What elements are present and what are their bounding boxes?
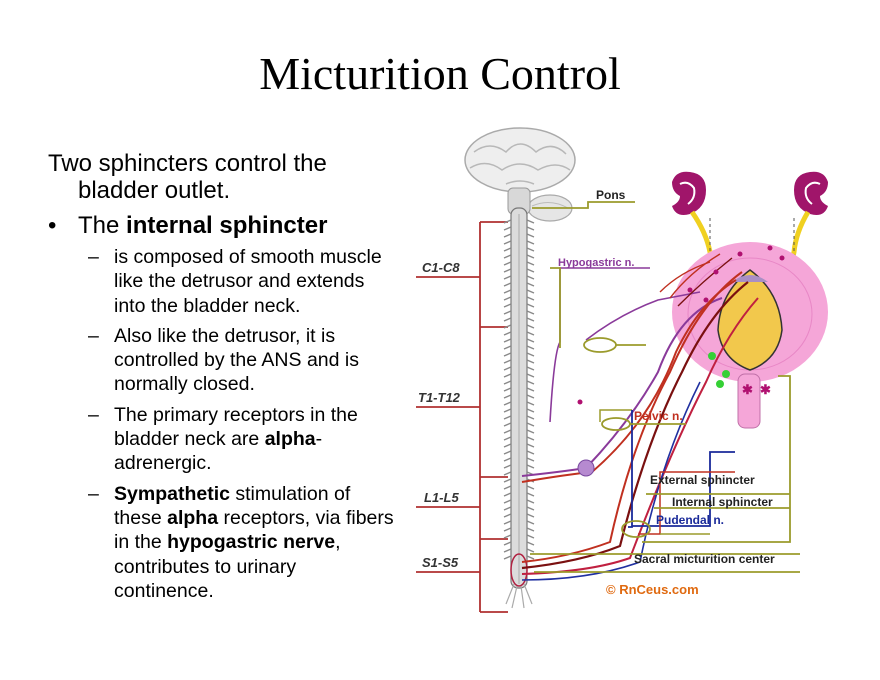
- label-pointers: [530, 201, 800, 573]
- dash-marker: –: [88, 482, 99, 505]
- intro-text: Two sphincters control the bladder outle…: [48, 150, 327, 204]
- sub-bullet-bold: hypogastric nerve: [167, 531, 336, 554]
- sub-bullet-text: stimulation of these: [114, 482, 351, 529]
- nerve-rootlet: [503, 366, 535, 371]
- nerve-rootlet: [503, 450, 535, 455]
- nerve-rootlet: [503, 415, 535, 420]
- nerve-rootlet: [503, 373, 535, 378]
- nerve-rootlet: [503, 247, 535, 252]
- nerve-rootlet: [503, 457, 535, 462]
- nerve-rootlet: [503, 282, 535, 287]
- bullet-internal-sphincter: • The internal sphincter: [48, 212, 400, 239]
- sub-bullet-text-end: -adrenergic.: [114, 428, 323, 475]
- sub-bullet-bold: Sympathetic: [114, 482, 230, 505]
- nerve-rootlet: [503, 443, 535, 448]
- nerve-rootlet: [503, 527, 535, 532]
- nerve-rootlet: [503, 520, 535, 525]
- nerve-rootlet: [503, 296, 535, 301]
- nerve-rootlet: [503, 240, 535, 245]
- micturition-diagram: C1-C8 T1-T12 L1-L5 S1-S5 ✱ ✱: [416, 127, 828, 613]
- nerve-rootlet: [503, 275, 535, 280]
- nerve-rootlet: [503, 254, 535, 259]
- sub-bullet-text: receptors, via fibers in the: [114, 506, 394, 554]
- label-internal-sphincter: Internal sphincter: [672, 495, 773, 509]
- label-pudendal-nerve: Pudendal n.: [656, 513, 724, 527]
- svg-text:✱: ✱: [742, 382, 753, 397]
- nerve-rootlet: [503, 513, 535, 518]
- nerve-rootlet: [503, 422, 535, 427]
- dash-marker: –: [88, 324, 99, 347]
- diagram-labels: Pons Hypogastric n. Pelvic n. External s…: [558, 188, 775, 597]
- nerve-rootlet: [503, 289, 535, 294]
- nerve-rootlet: [503, 534, 535, 539]
- nerve-rootlet: [503, 261, 535, 266]
- spinal-cord: [503, 207, 535, 609]
- dash-marker: –: [88, 246, 99, 268]
- nerve-rootlet: [503, 408, 535, 413]
- nerve-rootlet: [503, 485, 535, 490]
- sub-bullet-text: , contributes to urinary continence.: [114, 531, 341, 602]
- label-pelvic-nerve: Pelvic n.: [634, 409, 683, 423]
- nerve-rootlet: [503, 219, 535, 224]
- nerve-rootlet: [503, 499, 535, 504]
- nerve-rootlet: [503, 380, 535, 385]
- nerve-rootlet: [503, 436, 535, 441]
- bullet-bold-term: internal sphincter: [126, 212, 328, 239]
- nerve-rootlet: [503, 352, 535, 357]
- bladder-illustration: ✱ ✱: [672, 242, 828, 429]
- sub-bullet-composition: – is composed of smooth muscle like the …: [48, 245, 400, 318]
- bullet-text: The: [78, 212, 127, 239]
- nerve-rootlet: [503, 303, 535, 308]
- nerve-rootlet: [503, 324, 535, 329]
- nerve-rootlet: [503, 555, 535, 560]
- copyright-text: © RnCeus.com: [606, 582, 699, 597]
- label-hypogastric-nerve: Hypogastric n.: [558, 257, 634, 269]
- level-label-cervical: C1-C8: [422, 260, 460, 275]
- label-external-sphincter: External sphincter: [650, 473, 755, 487]
- sub-bullet-sympathetic: – Sympathetic stimulation of these alpha…: [48, 482, 400, 603]
- nerve-rootlet: [503, 268, 535, 273]
- slide-body: Two sphincters control the bladder outle…: [48, 150, 400, 609]
- nerve-rootlet: [503, 359, 535, 364]
- nerve-rootlet: [503, 394, 535, 399]
- nerve-rootlet: [503, 331, 535, 336]
- label-sacral-micturition-center: Sacral micturition center: [634, 552, 775, 566]
- level-label-lumbar: L1-L5: [424, 490, 459, 505]
- level-label-thoracic: T1-T12: [418, 390, 461, 405]
- sub-bullet-ans-control: – Also like the detrusor, it is controll…: [48, 324, 400, 397]
- nerve-rootlet: [503, 548, 535, 553]
- nerve-rootlet: [503, 345, 535, 350]
- level-label-sacral: S1-S5: [422, 555, 459, 570]
- svg-text:✱: ✱: [760, 382, 771, 397]
- label-pons: Pons: [596, 188, 626, 202]
- nerve-rootlet: [503, 429, 535, 434]
- nerve-pathways: [521, 245, 791, 581]
- nerve-rootlet: [503, 233, 535, 238]
- nerve-rootlet: [503, 387, 535, 392]
- sub-bullet-text: is composed of smooth muscle like the de…: [114, 246, 382, 317]
- nerve-rootlet: [503, 401, 535, 406]
- nerve-rootlet: [503, 310, 535, 315]
- slide-title: Micturition Control: [259, 48, 621, 99]
- nerve-rootlet: [503, 338, 535, 343]
- sub-bullet-text: The primary receptors in the bladder nec…: [114, 403, 358, 451]
- sub-bullet-bold: alpha: [264, 428, 316, 451]
- dash-marker: –: [88, 403, 99, 426]
- sub-bullet-bold: alpha: [167, 506, 219, 529]
- nerve-rootlet: [503, 492, 535, 497]
- nerve-rootlet: [503, 506, 535, 511]
- sub-bullet-receptors: – The primary receptors in the bladder n…: [48, 403, 400, 476]
- bullet-marker: •: [48, 212, 57, 239]
- spinal-level-brackets: [416, 221, 508, 613]
- nerve-rootlet: [503, 464, 535, 469]
- nerve-rootlet: [503, 226, 535, 231]
- sub-bullet-text: Also like the detrusor, it is controlled…: [114, 324, 359, 396]
- nerve-rootlet: [503, 541, 535, 546]
- nerve-rootlet: [503, 317, 535, 322]
- spinal-level-labels: C1-C8 T1-T12 L1-L5 S1-S5: [418, 260, 461, 570]
- brain-illustration: [464, 127, 576, 222]
